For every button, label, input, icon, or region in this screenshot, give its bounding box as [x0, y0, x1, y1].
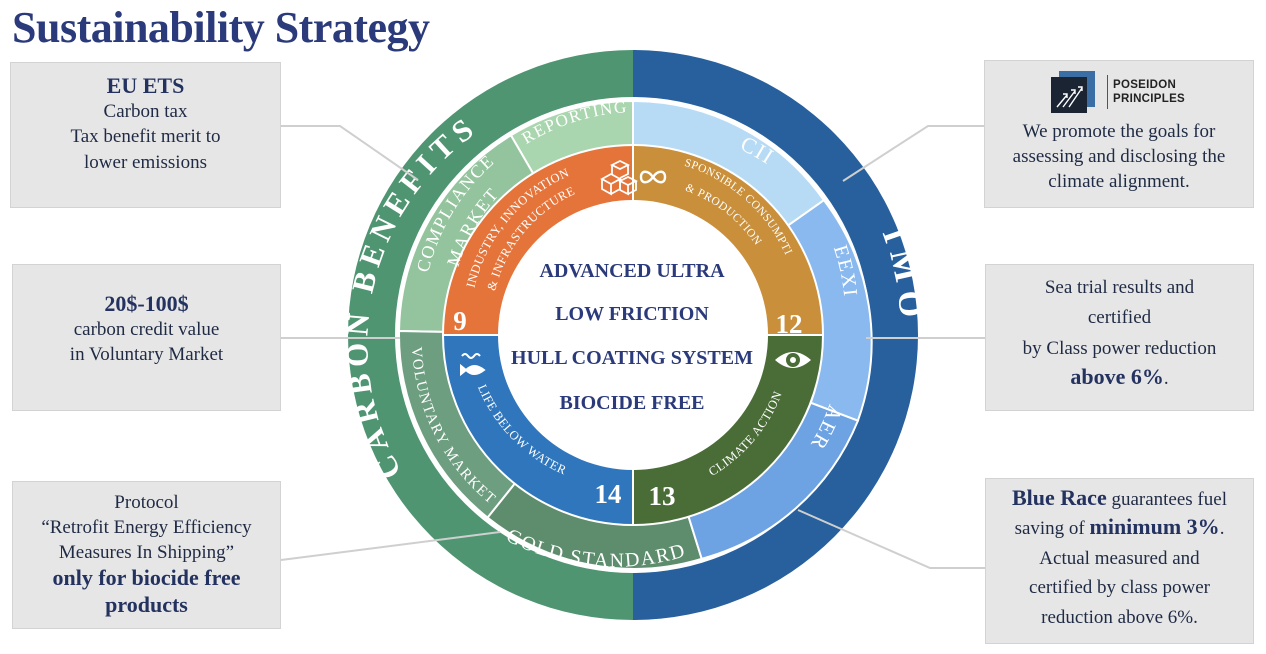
eu-ets-line2: Tax benefit merit to — [70, 126, 221, 148]
poseidon-line2: assessing and disclosing the — [1012, 146, 1226, 168]
eu-ets-heading: EU ETS — [106, 73, 185, 98]
credit-value-heading: 20$-100$ — [104, 291, 189, 316]
blue-race-text1: guarantees fuel — [1106, 489, 1227, 510]
connector-protocol — [280, 531, 501, 561]
blue-race-brand: Blue Race — [1012, 485, 1107, 510]
blue-race-bold: minimum 3% — [1089, 514, 1220, 540]
infinity-icon — [639, 170, 667, 184]
blue-race-box: Blue Race guarantees fuel saving of mini… — [985, 478, 1254, 644]
growth-arrows-icon — [1051, 71, 1095, 113]
center-line-2: LOW FRICTION — [555, 303, 709, 325]
sdg-9-number: 9 — [453, 306, 467, 336]
blue-race-line3: Actual measured and — [1039, 547, 1200, 569]
protocol-line1: Protocol — [114, 492, 179, 513]
protocol-bold1: only for biocide free — [52, 565, 241, 591]
blue-race-text2: saving of — [1014, 518, 1090, 540]
connector-blue-race — [797, 509, 985, 569]
page-title: Sustainability Strategy — [12, 3, 430, 52]
poseidon-principles-box: POSEIDON PRINCIPLES We promote the goals… — [984, 60, 1254, 208]
center-line-1: ADVANCED ULTRA — [539, 260, 725, 282]
protocol-bold2: products — [105, 591, 188, 617]
fish-icon — [460, 353, 486, 377]
protocol-line3: Measures In Shipping” — [58, 542, 235, 564]
credit-value-line1: carbon credit value — [73, 319, 220, 341]
sea-trial-bold: above 6% — [1070, 364, 1164, 390]
credit-value-line2: in Voluntary Market — [69, 344, 224, 366]
connector-poseidon — [842, 125, 984, 182]
voluntary-market-box: 20$-100$ carbon credit value in Voluntar… — [12, 264, 281, 411]
blue-race-line4: certified by class power — [1029, 577, 1210, 599]
sea-trial-suffix: . — [1163, 368, 1169, 390]
sea-trial-line2: certified — [1087, 307, 1152, 329]
eu-ets-line1: Carbon tax — [103, 101, 188, 123]
sdg-13-number: 13 — [649, 481, 676, 511]
sea-trial-line1: Sea trial results and — [1044, 277, 1195, 298]
center-line-4: BIOCIDE FREE — [559, 392, 704, 414]
cubes-icon — [600, 159, 639, 196]
protocol-line2: “Retrofit Energy Efficiency — [41, 517, 252, 539]
sea-trial-box: Sea trial results and certified by Class… — [985, 264, 1254, 411]
center-circle — [498, 200, 768, 470]
eu-ets-line3: lower emissions — [84, 151, 207, 173]
poseidon-line3: climate alignment. — [1048, 171, 1190, 193]
center-line-3: HULL COATING SYSTEM — [511, 347, 753, 369]
poseidon-principles-logo: POSEIDON PRINCIPLES — [1051, 71, 1201, 115]
logo-text-line2: PRINCIPLES — [1113, 92, 1186, 105]
connector-eu-ets — [281, 125, 419, 181]
sdg-12-number: 12 — [776, 309, 803, 339]
sdg-14-number: 14 — [595, 479, 622, 509]
blue-race-suffix: . — [1219, 518, 1225, 540]
blue-race-line5: reduction above 6%. — [1041, 606, 1198, 628]
eu-ets-box: EU ETS Carbon tax Tax benefit merit to l… — [10, 62, 281, 208]
poseidon-line1: We promote the goals for — [1022, 121, 1216, 142]
sea-trial-line4: above 6%. — [986, 364, 1253, 394]
logo-text-line1: POSEIDON — [1113, 79, 1177, 91]
eye-globe-icon — [775, 352, 811, 368]
protocol-box: Protocol “Retrofit Energy Efficiency Mea… — [12, 481, 281, 629]
sea-trial-line3: by Class power reduction — [1022, 337, 1217, 359]
